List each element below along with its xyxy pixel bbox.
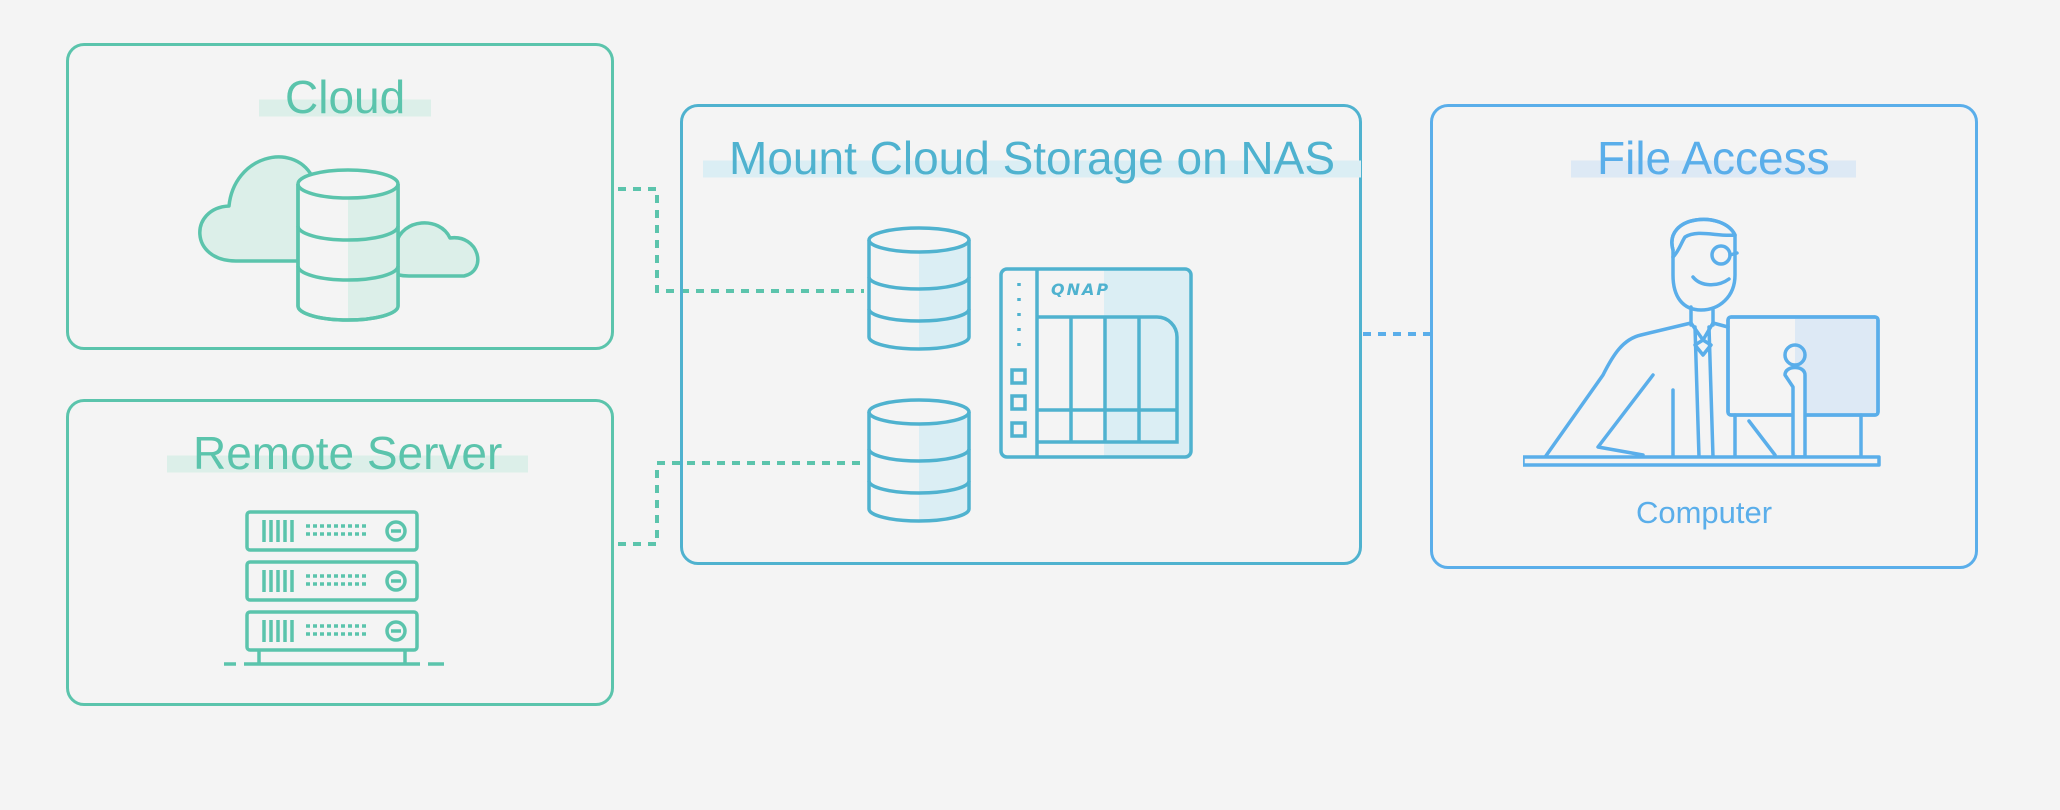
connector-remote-to-nas xyxy=(618,461,864,546)
remote-server-node: Remote Server xyxy=(66,399,614,706)
cloud-database-icon xyxy=(198,155,480,322)
remote-server-title: Remote Server xyxy=(167,430,529,476)
nas-brand-label: QNAP xyxy=(1051,280,1111,299)
file-access-title: File Access xyxy=(1571,135,1856,181)
server-rack-icon xyxy=(224,510,444,666)
cloud-title: Cloud xyxy=(259,74,432,120)
computer-label: Computer xyxy=(1635,495,1773,530)
nas-device-icon: QNAP xyxy=(997,265,1197,465)
mount-nas-title: Mount Cloud Storage on NAS xyxy=(703,135,1362,181)
mount-nas-node: Mount Cloud Storage on NAS xyxy=(680,104,1362,565)
connector-cloud-to-nas xyxy=(618,187,864,293)
database-icon xyxy=(867,226,971,351)
file-access-node: File Access xyxy=(1430,104,1978,569)
database-icon xyxy=(867,398,971,523)
cloud-node: Cloud xyxy=(66,43,614,350)
person-at-computer-icon xyxy=(1523,217,1881,467)
